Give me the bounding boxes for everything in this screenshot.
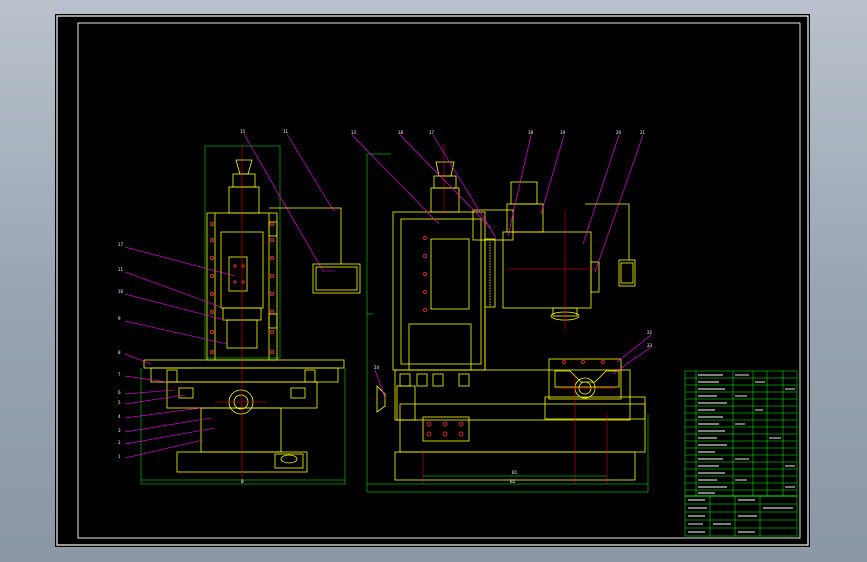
left-balloon-9: 6 (118, 390, 121, 395)
right-view (376, 161, 646, 481)
left-centerlines (215, 144, 267, 484)
left-leaders (124, 133, 337, 459)
left-balloon-5: 16 (118, 289, 124, 294)
right-balloon-4: 18 (528, 130, 534, 135)
left-balloon-3: 17 (118, 242, 124, 247)
left-balloon-11: 4 (118, 414, 121, 419)
assembly-drawing: B 15 11 17 11 16 9 8 7 6 5 4 3 2 1 (56, 15, 809, 546)
left-balloon-6: 9 (118, 316, 121, 321)
parts-list-table (684, 370, 798, 537)
right-dimensions (366, 153, 649, 493)
right-balloon-10: 24 (374, 365, 380, 370)
left-balloon-10: 5 (118, 400, 121, 405)
left-callout-box (269, 207, 361, 294)
cad-viewport[interactable]: B 15 11 17 11 16 9 8 7 6 5 4 3 2 1 (55, 14, 810, 547)
left-balloon-8: 7 (118, 372, 121, 377)
left-balloon-4: 11 (118, 267, 124, 272)
right-balloon-9: 23 (647, 343, 653, 348)
left-balloon-13: 2 (118, 440, 121, 445)
left-dimension-label: B (241, 479, 244, 484)
left-balloon-2: 11 (283, 129, 289, 134)
inner-frame (77, 22, 801, 539)
right-balloon-1: 13 (351, 130, 357, 135)
right-balloon-7: 21 (640, 130, 646, 135)
right-balloon-3: 17 (429, 130, 435, 135)
parts-list-text-marks (688, 374, 795, 533)
outer-frame (56, 15, 809, 546)
right-centerlines (422, 144, 615, 484)
right-balloon-8: 22 (647, 330, 653, 335)
left-balloon-1: 15 (240, 129, 246, 134)
left-balloon-7: 8 (118, 350, 121, 355)
right-dimension-2-label: B2 (510, 479, 516, 484)
left-dimensions (140, 145, 346, 485)
left-balloon-12: 3 (118, 428, 121, 433)
right-dimension-1-label: B1 (512, 470, 518, 475)
right-balloon-2: 18 (398, 130, 404, 135)
right-callout-box (585, 203, 636, 287)
left-view (143, 159, 345, 473)
right-leaders (351, 134, 652, 399)
right-balloon-6: 20 (616, 130, 622, 135)
left-balloon-14: 1 (118, 454, 121, 459)
right-balloon-5: 19 (560, 130, 566, 135)
